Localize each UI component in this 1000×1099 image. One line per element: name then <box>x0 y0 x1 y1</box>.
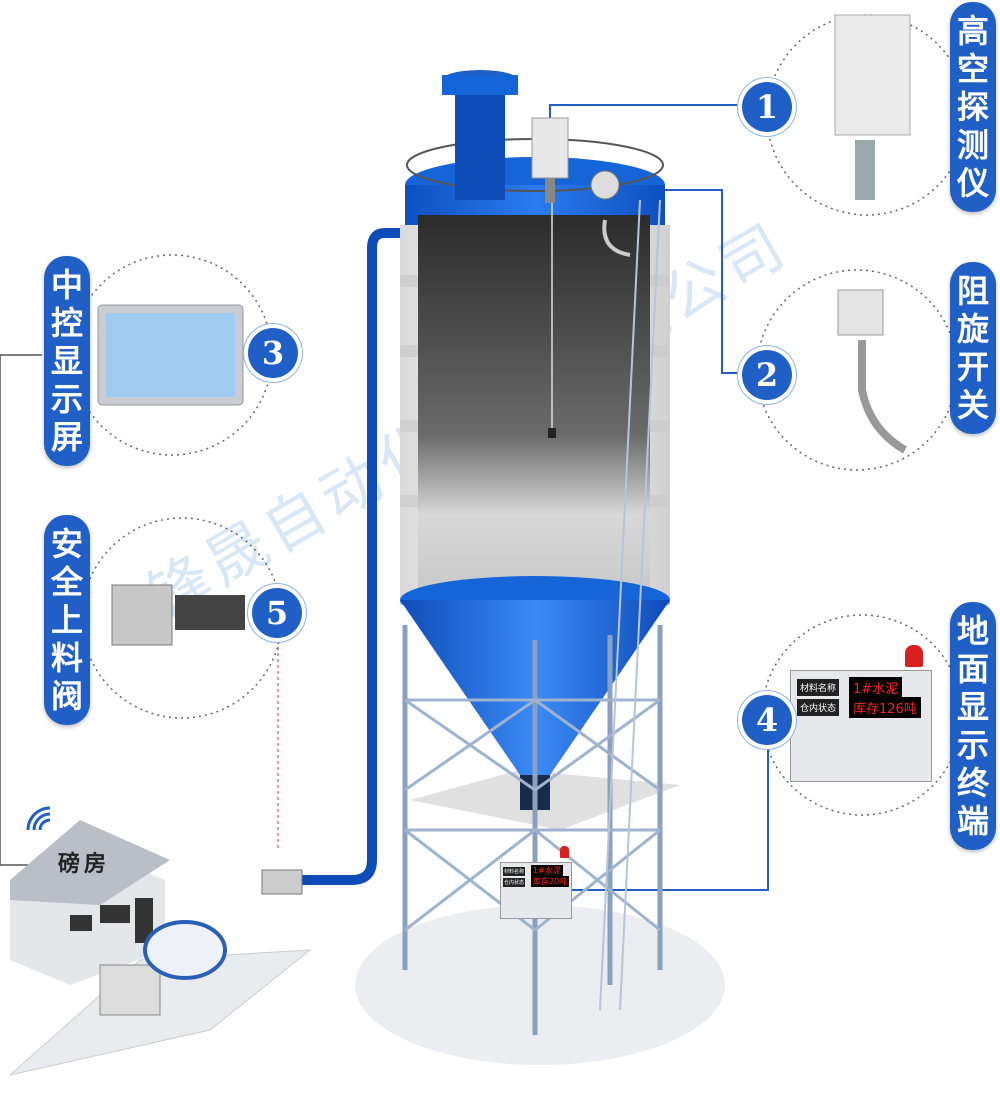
badge-4: 4 <box>742 695 792 745</box>
terminal-stock-value: 库存126吨 <box>849 697 921 718</box>
ground-terminal-small: 材料名称 1#水泥 仓内状态 库存20吨 <box>500 862 572 919</box>
label-pill-1: 高空探测仪 <box>950 2 996 212</box>
label-pill-3: 中控显示屏 <box>44 256 90 466</box>
alarm-light <box>905 645 923 667</box>
silo-cutaway <box>418 215 650 615</box>
connector-2 <box>665 189 742 374</box>
vent-pipe <box>455 90 505 200</box>
label-pill-4: 地面显示终端 <box>950 602 996 850</box>
rotary-switch-image <box>837 289 884 336</box>
ground-terminal-large: 材料名称 1#水泥 仓内状态 库存126吨 <box>790 670 932 782</box>
badge-5: 5 <box>252 588 302 638</box>
label-pill-5: 安全上料阀 <box>44 515 90 725</box>
terminal-name-label: 材料名称 <box>797 679 840 696</box>
terminal-status-label: 仓内状态 <box>797 699 840 716</box>
terminal-name-value: 1#水泥 <box>849 677 903 698</box>
connector-4 <box>565 740 769 891</box>
ladder <box>599 199 661 1011</box>
badge-2: 2 <box>742 350 792 400</box>
badge-1: 1 <box>742 82 792 132</box>
safety-valve-image <box>111 584 173 646</box>
small-terminal-stock-value: 库存20吨 <box>531 876 570 887</box>
label-pill-2: 阻旋开关 <box>950 262 996 434</box>
radar-detector-image <box>834 14 911 136</box>
small-alarm-light <box>560 846 569 858</box>
feed-pipe <box>300 228 430 885</box>
weigh-house-label: 磅房 <box>58 852 111 877</box>
small-terminal-status-label: 仓内状态 <box>503 878 526 887</box>
connector-3 <box>0 354 42 866</box>
rotary-switch <box>590 170 620 200</box>
connector-1 <box>549 104 742 125</box>
concrete-truck <box>99 964 161 1016</box>
small-terminal-name-label: 材料名称 <box>503 867 526 876</box>
safety-valve <box>261 869 303 895</box>
badge-3: 3 <box>248 328 298 378</box>
radar-sensor <box>531 117 569 179</box>
small-terminal-name-value: 1#水泥 <box>531 865 563 876</box>
